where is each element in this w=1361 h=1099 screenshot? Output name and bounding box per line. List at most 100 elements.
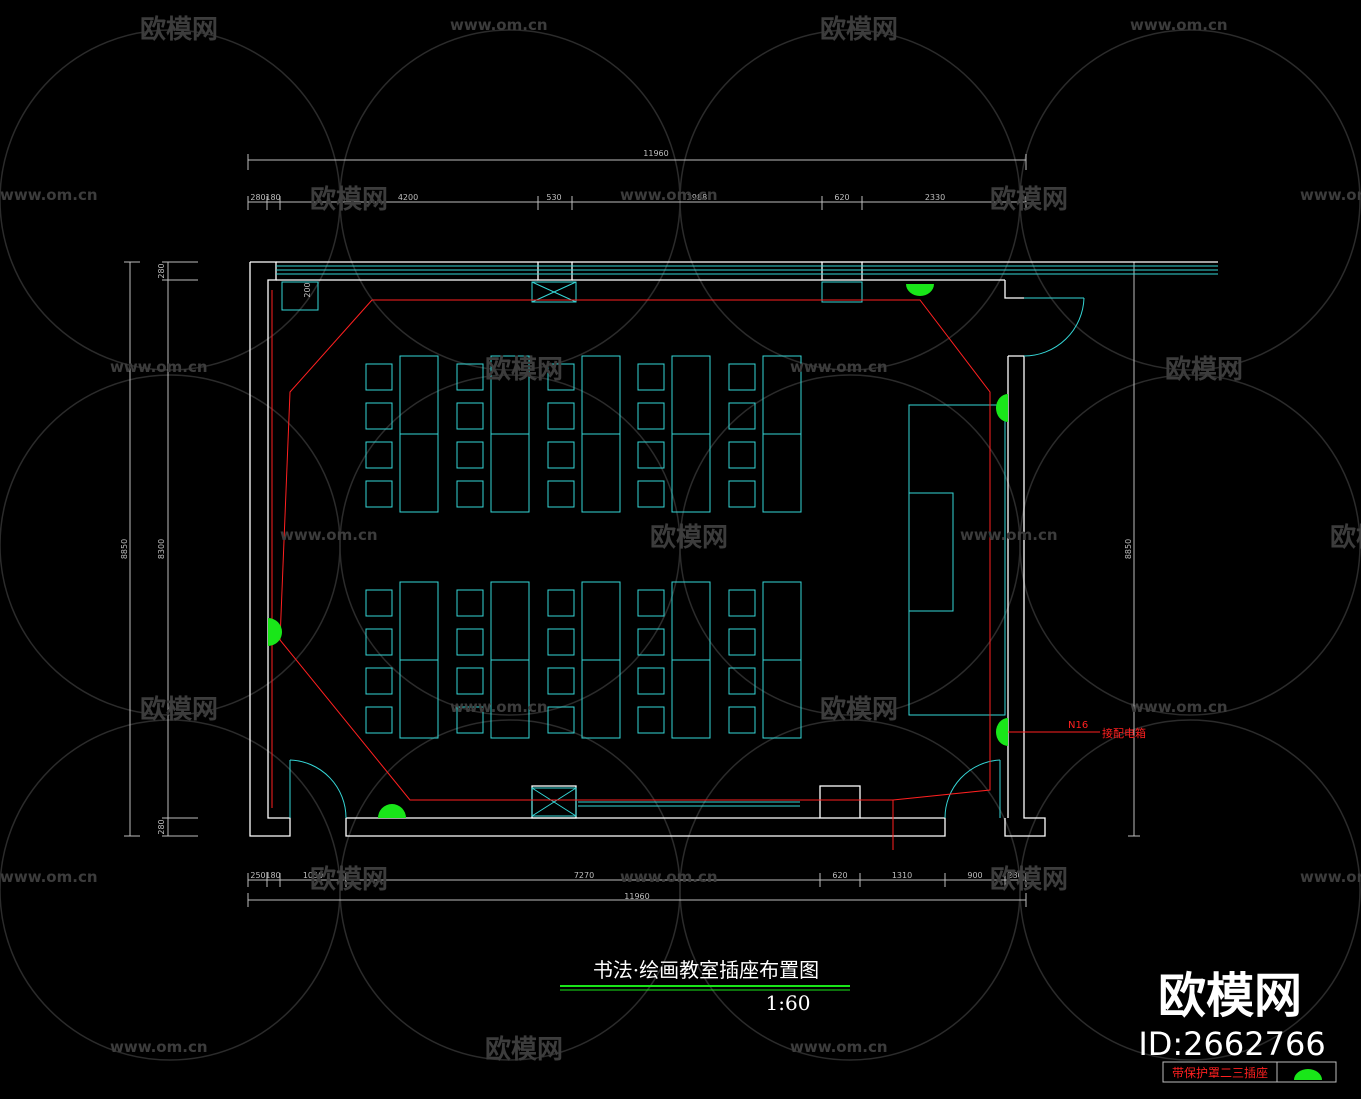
desk [490,659,530,739]
watermark-url: www.om.cn [0,868,98,886]
dim-top-seg-2: 4200 [398,193,418,202]
watermark-url: www.om.cn [960,526,1058,544]
dimension-texts: 11960 280 180 4200 530 3988 620 2330 250… [120,149,1133,901]
watermark-url: www.om.cn [620,868,718,886]
desk [728,363,756,391]
watermark-logo: 欧模网 [1165,354,1243,385]
watermark-logo: 欧模网 [140,14,218,45]
watermark-circle [679,374,1021,716]
watermark-logo: 欧模网 [650,522,728,553]
watermark-logo: 欧模网 [990,184,1068,215]
desk [637,667,665,695]
watermark-layer: 欧模网欧模网欧模网欧模网欧模网欧模网欧模网欧模网欧模网欧模网欧模网欧模网欧模网w… [0,14,1361,1065]
desk [728,441,756,469]
watermark-url: www.om.cn [280,526,378,544]
desk [762,433,802,513]
socket-right-upper [996,394,1008,422]
watermark-url: www.om.cn [620,186,718,204]
watermark-url: www.om.cn [0,186,98,204]
desk [762,659,802,739]
watermark-circle [679,29,1021,371]
desk [365,706,393,734]
desk [581,433,621,513]
dim-top-seg-3: 530 [546,193,561,202]
dimension-lines [124,154,1140,907]
watermark-id: ID:2662766 [1138,1025,1325,1063]
desk [728,628,756,656]
desk [456,441,484,469]
watermark-logo: 欧模网 [820,694,898,725]
dim-top-total: 11960 [643,149,668,158]
dim-top-seg-1: 180 [265,193,280,202]
desk [399,581,439,661]
watermark-big-logo: 欧模网 [1158,968,1302,1024]
desk [365,480,393,508]
dim-bottom-seg-6: 900 [967,871,982,880]
desk [728,589,756,617]
dim-bottom-seg-5: 1310 [892,871,912,880]
watermark-logo: 欧模网 [990,864,1068,895]
watermark-url: www.om.cn [450,698,548,716]
desk [581,355,621,435]
watermark-url: www.om.cn [1300,186,1361,204]
desk [671,581,711,661]
desk [547,706,575,734]
dim-bottom-total: 11960 [624,892,649,901]
desk [456,480,484,508]
dim-right-outer: 8850 [1124,539,1133,559]
watermark-url: www.om.cn [790,1038,888,1056]
dim-bottom-seg-7: 280 [1007,871,1022,880]
circuit-destination: 接配电箱 [1102,726,1146,740]
desk [728,706,756,734]
watermark-logo: 欧模网 [140,694,218,725]
desk [490,433,530,513]
circuit-lines [271,290,1100,850]
desk [637,589,665,617]
dim-top-seg-6: 2330 [925,193,945,202]
desk [637,363,665,391]
desk [399,659,439,739]
desk [547,667,575,695]
watermark-circle [0,719,341,1061]
socket-right-lower [996,718,1008,746]
desk [456,589,484,617]
watermark-logo: 欧模网 [1330,522,1361,553]
desk [547,363,575,391]
watermark-circles [0,29,1361,1061]
watermark-url: www.om.cn [1130,698,1228,716]
legend: 带保护罩二三插座 [1162,1061,1337,1083]
dim-left-bottom: 280 [157,819,166,834]
dim-left-inner: 8300 [157,539,166,559]
dim-top-seg-0: 280 [250,193,265,202]
dim-bottom-seg-4: 620 [832,871,847,880]
socket-bottom [378,804,406,818]
watermark-circle [1019,719,1361,1061]
circuit-number: N16 [1068,720,1088,731]
desk [728,402,756,430]
dim-bottom-seg-0: 250 [250,871,265,880]
desk [456,706,484,734]
watermark-circle [1019,374,1361,716]
desk [728,667,756,695]
watermark-url: www.om.cn [1130,16,1228,34]
desk [728,480,756,508]
legend-socket-icon [1294,1069,1322,1080]
dim-bottom-seg-2: 1050 [303,871,323,880]
desk [365,667,393,695]
socket-left [268,618,282,646]
desk-grid [365,355,802,739]
desk [637,402,665,430]
watermark-url: www.om.cn [450,16,548,34]
dim-left-top: 280 [157,263,166,278]
dim-left-outer: 8850 [120,539,129,559]
dim-top-seg-4: 3988 [687,193,707,202]
desk [637,441,665,469]
desk [399,433,439,513]
desk [365,363,393,391]
watermark-circle [339,374,681,716]
desk [547,628,575,656]
desk [365,589,393,617]
watermark-url: www.om.cn [110,358,208,376]
desk [547,402,575,430]
